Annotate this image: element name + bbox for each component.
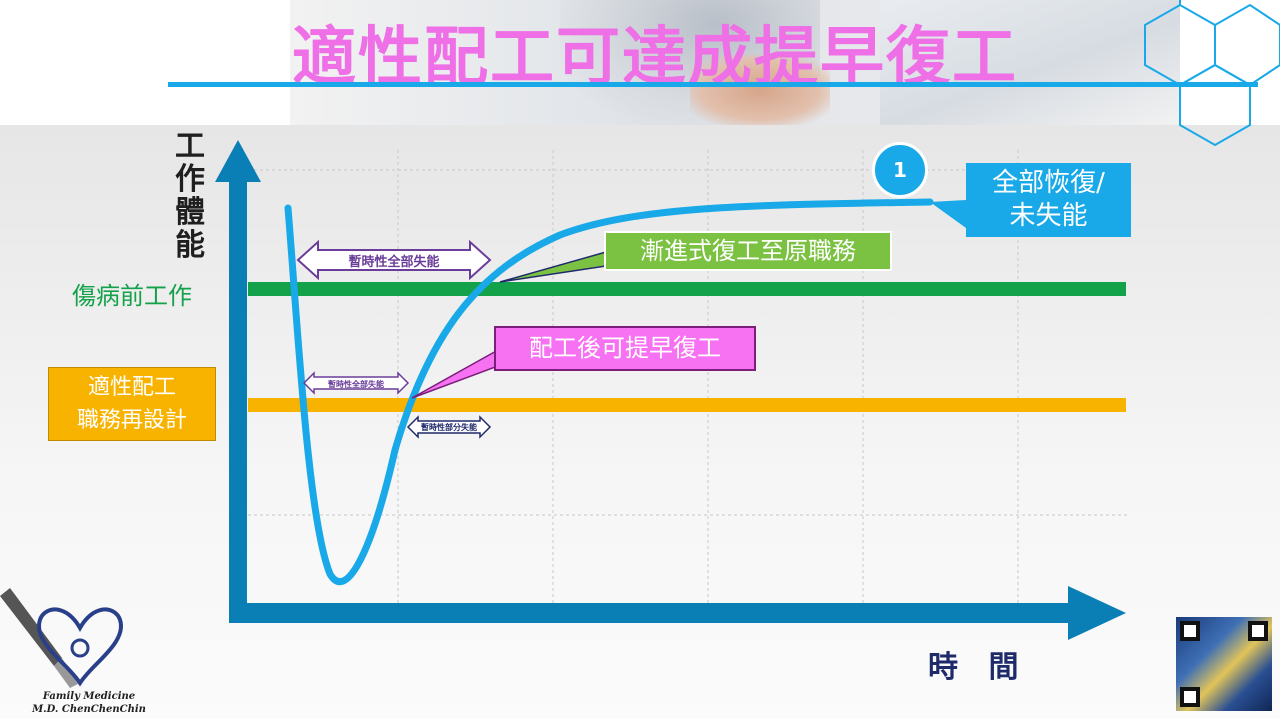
logo-text-line1: Family Medicine xyxy=(42,691,136,702)
qr-eye xyxy=(1180,687,1200,707)
gradual-return-callout: 漸進式復工至原職務 xyxy=(604,231,892,271)
x-axis-label: 時 間 xyxy=(928,650,1029,685)
pre-injury-level-line xyxy=(248,282,1126,296)
title-underline xyxy=(168,82,1258,87)
header-photo xyxy=(290,0,1180,125)
qr-code[interactable] xyxy=(1176,617,1272,711)
fit-work-label-line2: 職務再設計 xyxy=(76,408,187,433)
early-return-callout: 配工後可提早復工 xyxy=(494,326,756,371)
qr-eye xyxy=(1180,621,1200,641)
full-recovery-line1: 全部恢復/ xyxy=(992,168,1105,198)
fit-work-label-line1: 適性配工 xyxy=(87,375,176,400)
y-axis-char: 能 xyxy=(175,228,205,263)
temp-total-upper-label: 暫時性全部失能 xyxy=(348,254,439,270)
y-axis-char: 作 xyxy=(175,162,205,197)
full-recovery-callout: 全部恢復/ 未失能 xyxy=(966,163,1131,237)
fit-work-label: 適性配工 職務再設計 xyxy=(48,367,216,441)
temp-total-lower-label: 暫時性全部失能 xyxy=(328,379,384,389)
full-recovery-line2: 未失能 xyxy=(1009,201,1088,231)
logo-text: Family Medicine M.D. ChenChenChin xyxy=(14,690,164,716)
heart-stethoscope-icon xyxy=(37,607,123,687)
step-badge: 1 xyxy=(872,142,928,198)
fit-work-level-line xyxy=(248,398,1126,412)
fountain-pen-icon xyxy=(0,588,78,688)
temp-partial-arrow xyxy=(406,415,492,439)
x-axis-arrow xyxy=(229,586,1126,640)
pre-injury-label: 傷病前工作 xyxy=(72,282,192,310)
recovery-callout-pointer xyxy=(930,200,966,228)
temp-total-lower-arrow xyxy=(302,371,410,395)
y-axis-char: 體 xyxy=(175,195,205,230)
y-axis-char: 工 xyxy=(175,129,205,164)
qr-eye xyxy=(1248,621,1268,641)
family-medicine-logo xyxy=(0,588,123,688)
photo-doctor-sleeve xyxy=(880,0,1180,125)
y-axis-label: 工 作 體 能 xyxy=(170,130,210,262)
photo-doctor-hand xyxy=(690,55,830,125)
temp-total-upper-arrow xyxy=(296,239,492,281)
hexagon-decoration xyxy=(1144,0,1280,147)
recovery-curve xyxy=(284,198,934,586)
y-axis-arrow xyxy=(215,140,261,622)
logo-text-line2: M.D. ChenChenChin xyxy=(32,704,146,715)
temp-partial-label: 暫時性部分失能 xyxy=(421,422,477,432)
